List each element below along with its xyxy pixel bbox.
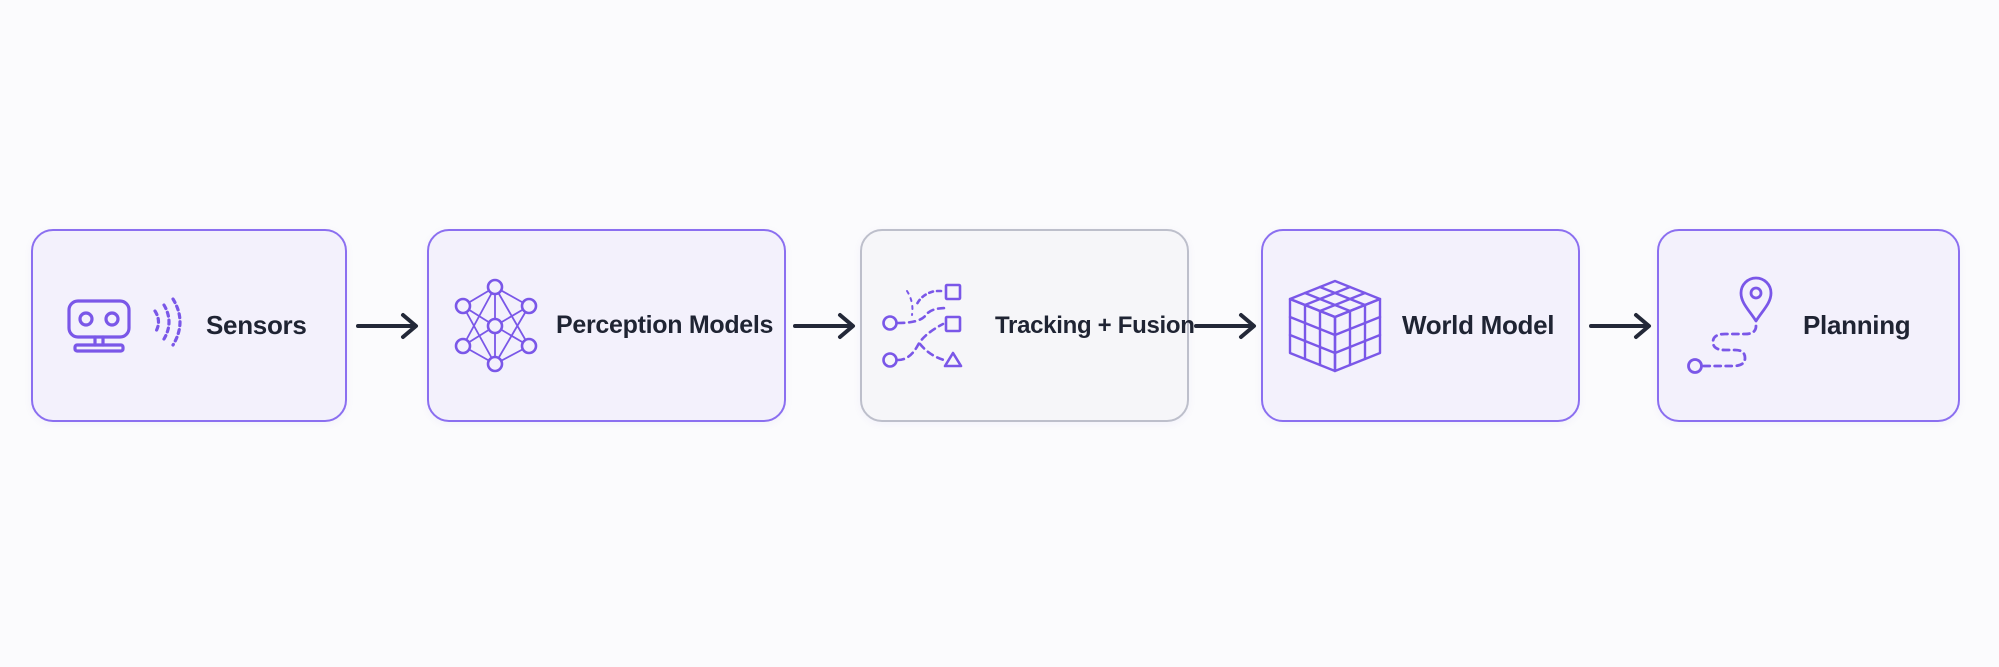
- node-label: Planning: [1803, 310, 1911, 340]
- node-label: World Model: [1402, 310, 1555, 340]
- flow-arrow: [792, 305, 858, 347]
- flow-arrow: [355, 305, 421, 347]
- sensor-camera-icon: [65, 231, 190, 420]
- neural-network-icon: [451, 231, 543, 420]
- node-planning: Planning: [1657, 229, 1960, 422]
- node-label: Perception Models: [556, 311, 774, 339]
- node-world-model: World Model: [1261, 229, 1580, 422]
- route-pin-icon: [1685, 231, 1775, 420]
- flow-arrow: [1193, 305, 1259, 347]
- node-tracking-fusion: Tracking + Fusion: [860, 229, 1195, 422]
- node-label: Tracking + Fusion: [995, 311, 1195, 339]
- flow-arrow: [1588, 305, 1654, 347]
- node-perception-models: Perception Models: [427, 229, 786, 422]
- node-label: Sensors: [206, 310, 307, 340]
- cube-grid-icon: [1285, 231, 1385, 420]
- tracking-fusion-icon: [880, 231, 980, 420]
- node-sensors: Sensors: [31, 229, 347, 422]
